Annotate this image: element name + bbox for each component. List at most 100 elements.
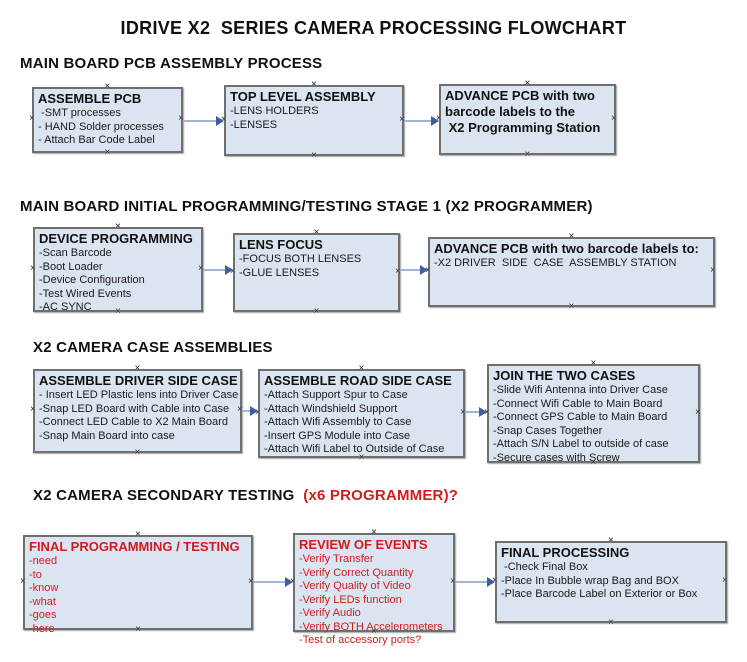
flow-arrow (465, 407, 487, 417)
section-header: MAIN BOARD PCB ASSEMBLY PROCESS (20, 55, 322, 72)
node-line: -Test of accessory ports? (299, 634, 422, 646)
flow-node: FINAL PROGRAMMING / TESTING-need-to-know… (20, 530, 254, 635)
node-line: -Verify Transfer (299, 553, 374, 565)
flow-arrow (404, 116, 439, 126)
section-header: X2 CAMERA CASE ASSEMBLIES (33, 339, 273, 356)
connector-handle-icon: × (30, 262, 36, 274)
section-header: MAIN BOARD INITIAL PROGRAMMING/TESTING S… (20, 198, 593, 215)
arrow-head-icon (250, 406, 258, 416)
node-line: -Connect LED Cable to X2 Main Board (39, 416, 228, 428)
node-line: -what (29, 595, 56, 608)
section-header-text: X2 CAMERA CASE ASSEMBLIES (33, 339, 273, 356)
connector-handle-icon: × (568, 301, 575, 312)
arrow-head-icon (487, 577, 495, 587)
flow-arrow (183, 116, 224, 126)
section-header: X2 CAMERA SECONDARY TESTING (x6 PROGRAMM… (33, 487, 458, 504)
arrow-shaft (400, 269, 422, 271)
flow-node: REVIEW OF EVENTS-Verify Transfer-Verify … (290, 528, 456, 647)
node-line: -Snap LED Board with Cable into Case (39, 402, 230, 415)
node-line: -need (29, 555, 58, 567)
section-header-highlight: (x6 PROGRAMMER)? (303, 487, 459, 504)
node-line: -Verify BOTH Accelerometers (299, 620, 443, 633)
node-title: JOIN THE TWO CASES (493, 368, 636, 383)
arrow-head-icon (479, 407, 487, 417)
node-line: -Place Barcode Label on Exterior or Box (501, 588, 698, 600)
arrow-shaft (455, 581, 489, 583)
node-line: -AC SYNC (39, 301, 92, 313)
connector-handle-icon: × (313, 306, 320, 317)
node-line: -Check Final Box (501, 561, 588, 573)
node-line: -Snap Main Board into case (39, 429, 175, 442)
node-line: -Insert GPS Module into Case (264, 429, 411, 442)
flow-node: ASSEMBLE DRIVER SIDE CASE- Insert LED Pl… (30, 364, 243, 458)
node-line: -Place In Bubble wrap Bag and BOX (501, 574, 679, 587)
flow-node: ADVANCE PCB with two barcode labels to:-… (425, 232, 716, 312)
node-line: -LENS HOLDERS (230, 105, 319, 117)
node-line: -Attach Windshield Support (264, 402, 398, 415)
connector-handle-icon: × (524, 149, 531, 160)
flow-node: ADVANCE PCB with two barcode labels to t… (436, 79, 617, 160)
node-line: -Boot Loader (39, 260, 103, 273)
node-title: FINAL PROCESSING (501, 545, 630, 560)
node-line: -Test Wired Events (39, 287, 132, 300)
arrow-shaft (242, 410, 252, 412)
node-title: ADVANCE PCB with two barcode labels to t… (445, 88, 601, 135)
node-line: -FOCUS BOTH LENSES (239, 253, 362, 265)
arrow-head-icon (225, 265, 233, 275)
flow-node: JOIN THE TWO CASES-Slide Wifi Antenna in… (484, 359, 701, 468)
flow-node: FINAL PROCESSING -Check Final Box-Place … (492, 536, 728, 628)
node-line: -Verify Audio (299, 607, 361, 619)
connector-handle-icon: × (20, 575, 26, 587)
flow-arrow (203, 265, 233, 275)
node-title: ADVANCE PCB with two barcode labels to: (434, 241, 699, 256)
arrow-shaft (465, 411, 481, 413)
flow-node: DEVICE PROGRAMMING-Scan Barcode-Boot Loa… (30, 222, 204, 317)
node-line: -X2 DRIVER SIDE CASE ASSEMBLY STATION (434, 257, 677, 269)
node-line: -Verify Quality of Video (299, 580, 411, 592)
connector-handle-icon: × (30, 404, 36, 415)
node-title: FINAL PROGRAMMING / TESTING (29, 539, 240, 554)
section-header-text: MAIN BOARD PCB ASSEMBLY PROCESS (20, 55, 323, 72)
section-header-text: MAIN BOARD INITIAL PROGRAMMING/TESTING S… (20, 198, 593, 215)
arrow-shaft (253, 581, 287, 583)
node-line: -here (29, 622, 55, 635)
flow-arrow (242, 406, 258, 416)
connector-handle-icon: × (311, 150, 317, 161)
node-title: LENS FOCUS (239, 237, 323, 252)
node-line: -to (29, 568, 42, 581)
arrow-shaft (183, 120, 218, 122)
node-line: -Connect Wifi Cable to Main Board (493, 397, 663, 410)
connector-handle-icon: × (29, 113, 35, 124)
node-line: -SMT processes (38, 107, 121, 119)
arrow-head-icon (420, 265, 428, 275)
node-line: -Snap Cases Together (493, 424, 603, 437)
node-line: -Attach Wifi Assembly to Case (264, 416, 412, 428)
node-line: -Attach Support Spur to Case (264, 389, 408, 401)
node-line: - HAND Solder processes (38, 120, 164, 133)
node-title: REVIEW OF EVENTS (299, 537, 428, 552)
node-title: ASSEMBLE DRIVER SIDE CASE (39, 373, 238, 388)
arrow-head-icon (431, 116, 439, 126)
arrow-head-icon (285, 577, 293, 587)
flow-node: ASSEMBLE PCB -SMT processes- HAND Solder… (29, 82, 184, 158)
connector-handle-icon: × (611, 112, 617, 124)
node-line: -Attach S/N Label to outside of case (493, 438, 669, 450)
connector-handle-icon: × (608, 617, 614, 628)
connector-handle-icon: × (722, 575, 728, 586)
flow-node: ASSEMBLE ROAD SIDE CASE-Attach Support S… (255, 364, 466, 463)
flow-arrow (253, 577, 293, 587)
node-line: -goes (29, 609, 57, 621)
flow-node: TOP LEVEL ASSEMBLY-LENS HOLDERS-LENSES××… (221, 80, 405, 161)
node-line: -know (29, 582, 59, 594)
flow-node: LENS FOCUS-FOCUS BOTH LENSES-GLUE LENSES… (230, 228, 401, 317)
node-line: -LENSES (230, 118, 278, 131)
node-title: ASSEMBLE ROAD SIDE CASE (264, 373, 452, 388)
node-line: -Scan Barcode (39, 247, 112, 259)
node-title: DEVICE PROGRAMMING (39, 231, 193, 246)
flow-arrow (400, 265, 428, 275)
page-title: IDRIVE X2 SERIES CAMERA PROCESSING FLOWC… (120, 18, 627, 38)
node-line: -Verify Correct Quantity (299, 566, 414, 579)
flow-arrow (455, 577, 495, 587)
arrow-shaft (203, 269, 227, 271)
arrow-shaft (404, 120, 433, 122)
